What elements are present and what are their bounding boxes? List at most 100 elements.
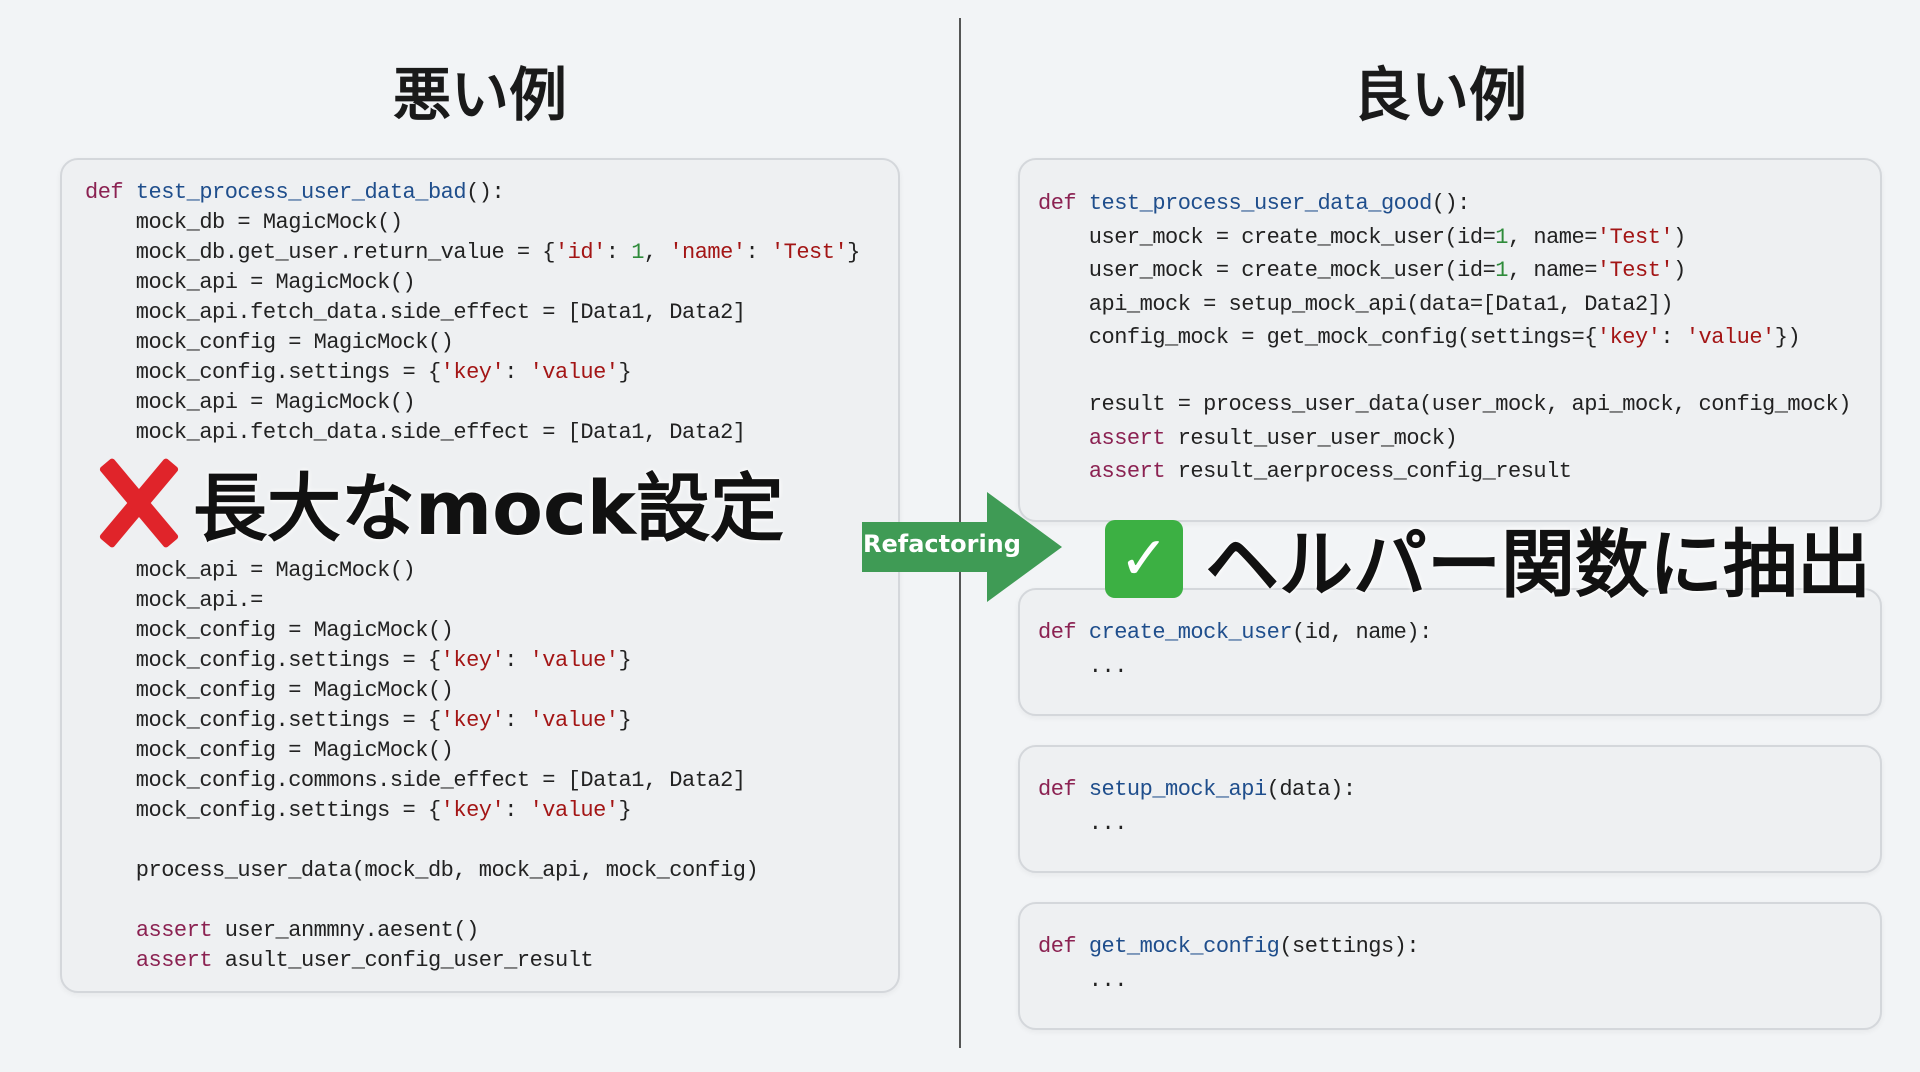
code-line: def get_mock_config(settings): — [1038, 930, 1420, 964]
code-token-fn: create_mock_user — [1088, 620, 1293, 645]
code-token-kw: assert — [1088, 425, 1166, 451]
cross-mark-icon — [90, 455, 185, 550]
good-code-block: def test_process_user_data_good(): user_… — [1038, 187, 1851, 489]
code-token: , — [643, 240, 670, 265]
code-line: mock_config = MagicMock() — [85, 328, 860, 358]
code-token: } — [618, 648, 632, 673]
code-line: user_mock = create_mock_user(id=1, name=… — [1038, 221, 1851, 255]
code-line: assert user_anmmny.aesent() — [85, 916, 860, 946]
code-token: api_mock = setup_mock_api(data=[Data1, D… — [1038, 291, 1674, 317]
code-line: assert result_aerprocess_config_result — [1038, 455, 1851, 489]
code-token: : — [504, 648, 530, 673]
arrow-right-icon — [862, 492, 1062, 602]
code-token: mock_config = MagicMock() — [85, 330, 454, 355]
bad-label-text: 長大なmock設定 — [193, 465, 785, 552]
code-token: process_user_data(mock_db, mock_api, moc… — [85, 858, 759, 883]
code-line: config_mock = get_mock_config(settings={… — [1038, 321, 1851, 355]
good-code-panel — [1018, 158, 1882, 522]
good-label: ✓ ヘルパー関数に抽出 — [1105, 505, 1871, 612]
code-token-str: 'value' — [529, 360, 619, 385]
code-line: mock_config.settings = {'key': 'value'} — [85, 796, 860, 826]
code-token: , name= — [1507, 224, 1597, 250]
code-line: def create_mock_user(id, name): — [1038, 616, 1432, 650]
code-token-str: 'key' — [440, 648, 505, 673]
code-token: ) — [1673, 258, 1686, 283]
code-token-kw: def — [1038, 620, 1089, 645]
code-line: mock_config.settings = {'key': 'value'} — [85, 358, 860, 388]
code-token: }) — [1774, 325, 1801, 350]
code-line: result = process_user_data(user_mock, ap… — [1038, 388, 1852, 422]
code-token: ... — [1038, 810, 1128, 836]
code-line — [85, 886, 860, 916]
code-line: process_user_data(mock_db, mock_api, moc… — [85, 856, 860, 886]
code-line: mock_api.= — [85, 586, 860, 616]
code-token-fn: setup_mock_api — [1088, 777, 1267, 802]
code-token: mock_api = MagicMock() — [85, 558, 416, 583]
code-line: mock_config.settings = {'key': 'value'} — [85, 706, 860, 736]
code-token-str: 'value' — [1685, 325, 1775, 350]
code-token-str: 'key' — [1596, 325, 1661, 350]
code-token-kw: def — [1038, 777, 1089, 802]
code-token-num: 1 — [631, 240, 644, 265]
code-line: ... — [1038, 650, 1432, 684]
code-token — [1038, 459, 1089, 484]
bad-code-panel — [60, 158, 900, 993]
code-token-str: 'key' — [440, 708, 505, 733]
code-token: (): — [1431, 191, 1471, 216]
code-token: mock_db = MagicMock() — [85, 210, 403, 235]
code-token: mock_config = MagicMock() — [85, 618, 454, 643]
code-token: ... — [1038, 653, 1128, 679]
code-token: } — [847, 240, 860, 265]
code-token — [85, 918, 136, 943]
code-token: asult_user_config_user_result — [212, 948, 594, 973]
code-token: mock_config.settings = { — [85, 360, 441, 385]
code-line: mock_api = MagicMock() — [85, 556, 860, 586]
code-token-str: 'Test' — [1596, 258, 1674, 283]
bad-example-title: 悪い例 — [392, 61, 567, 129]
code-token-str: 'Test' — [1596, 224, 1674, 250]
code-token: mock_config.settings = { — [85, 798, 441, 823]
code-token: mock_config.settings = { — [85, 708, 441, 733]
code-token: , name= — [1507, 258, 1597, 283]
code-token: : — [745, 240, 771, 265]
good-example-title: 良い例 — [1352, 61, 1527, 129]
code-token-str: 'name' — [669, 240, 746, 265]
code-line: mock_config.settings = {'key': 'value'} — [85, 646, 860, 676]
code-token: (): — [466, 180, 505, 205]
code-token: result_aerprocess_config_result — [1165, 459, 1572, 484]
code-line: mock_config.commons.side_effect = [Data1… — [85, 766, 860, 796]
code-token-kw: def — [1038, 934, 1089, 959]
code-token-str: 'value' — [529, 708, 619, 733]
code-token: result_user_user_mock) — [1165, 425, 1458, 451]
code-token-kw: def — [1038, 191, 1089, 216]
code-token — [1038, 426, 1089, 451]
helper-get-mock-config-code: def get_mock_config(settings): ... — [1038, 930, 1420, 998]
helper-create-mock-user-panel — [1018, 588, 1882, 716]
code-line: api_mock = setup_mock_api(data=[Data1, D… — [1038, 288, 1851, 322]
code-line: user_mock = create_mock_user(id=1, name=… — [1038, 254, 1851, 288]
code-token: } — [618, 798, 632, 823]
code-token: mock_api.fetch_data.side_effect = [Data1… — [85, 420, 746, 445]
helper-create-mock-user-code: def create_mock_user(id, name): ... — [1038, 616, 1432, 683]
code-token-str: 'key' — [440, 798, 505, 823]
code-token: } — [618, 708, 632, 733]
good-label-text: ヘルパー関数に抽出 — [1205, 522, 1871, 608]
code-token-num: 1 — [1495, 258, 1508, 283]
code-token: user_anmmny.aesent() — [212, 918, 480, 943]
code-token: : — [504, 708, 530, 733]
code-token: (data): — [1266, 777, 1356, 802]
code-line: mock_db = MagicMock() — [85, 208, 860, 238]
code-token-fn: test_process_user_data_good — [1088, 191, 1432, 216]
helper-setup-mock-api-code: def setup_mock_api(data): ... — [1038, 773, 1356, 840]
code-line: mock_config = MagicMock() — [85, 616, 860, 646]
code-line: mock_config = MagicMock() — [85, 736, 860, 766]
code-token-str: 'key' — [440, 360, 505, 385]
code-line: def test_process_user_data_bad(): — [85, 178, 860, 208]
code-token: : — [1660, 325, 1686, 350]
code-line: ... — [1038, 964, 1419, 998]
code-token: ... — [1038, 967, 1128, 993]
code-line — [85, 826, 860, 856]
code-token: user_mock = create_mock_user(id= — [1038, 258, 1496, 283]
bad-code-block: def test_process_user_data_bad(): mock_d… — [85, 178, 860, 976]
bad-label: 長大なmock設定 — [90, 452, 784, 552]
